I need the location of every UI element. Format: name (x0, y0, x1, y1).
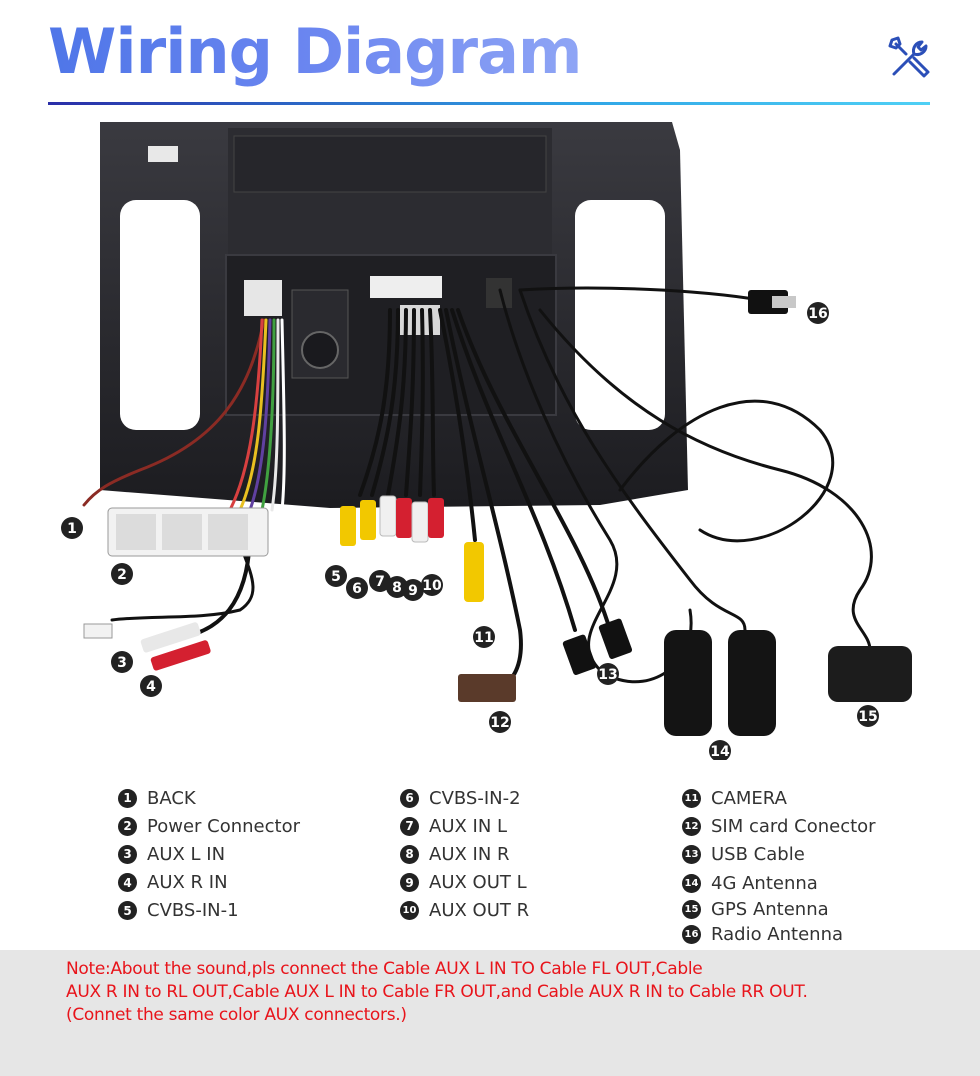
wire-harness (82, 286, 873, 697)
legend-label: CVBS-IN-2 (429, 787, 521, 809)
legend-item: 2 Power Connector (118, 812, 300, 840)
legend-number: 5 (118, 901, 137, 921)
svg-text:9: 9 (408, 583, 418, 599)
legend-item: 15 GPS Antenna (682, 898, 876, 922)
note-line-1: Note:About the sound,pls connect the Cab… (66, 959, 703, 979)
legend-number: 14 (682, 873, 701, 893)
svg-text:11: 11 (474, 630, 493, 646)
legend-number: 8 (400, 844, 419, 864)
legend-item: 10 AUX OUT R (400, 897, 529, 925)
legend-item: 14 4G Antenna (682, 869, 876, 897)
legend-item: 13 USB Cable (682, 841, 876, 869)
legend-number: 7 (400, 816, 419, 836)
legend-label: BACK (147, 787, 196, 809)
legend-number: 12 (682, 817, 701, 837)
legend-label: AUX IN R (429, 843, 510, 865)
legend-number: 11 (682, 788, 701, 808)
title-divider (48, 102, 930, 105)
legend-label: AUX OUT R (429, 900, 530, 922)
legend-item: 3 AUX L IN (118, 840, 300, 868)
svg-text:16: 16 (808, 306, 827, 322)
legend-label: Radio Antenna (711, 923, 844, 945)
legend-item: 7 AUX IN L (400, 812, 529, 840)
svg-text:10: 10 (422, 578, 442, 594)
legend-item: 16 Radio Antenna (682, 922, 876, 946)
page-title: Wiring Diagram (48, 12, 583, 92)
legend-item: 9 AUX OUT L (400, 869, 529, 897)
aux-in-plugs (140, 622, 211, 671)
svg-text:8: 8 (392, 580, 402, 596)
tools-icon (888, 36, 930, 78)
legend-label: AUX OUT L (429, 872, 527, 894)
svg-text:2: 2 (117, 567, 127, 583)
svg-text:13: 13 (598, 667, 617, 683)
wiring-diagram: 1 2 3 4 5 6 7 8 9 10 11 12 13 14 15 16 (61, 122, 912, 760)
legend-item: 5 CVBS-IN-1 (118, 897, 300, 925)
accessories (458, 290, 912, 736)
note-line-2: AUX R IN to RL OUT,Cable AUX L IN to Cab… (66, 982, 808, 1002)
legend-item: 11 CAMERA (682, 784, 876, 812)
legend-number: 4 (118, 873, 137, 893)
legend-label: 4G Antenna (711, 872, 818, 894)
legend-item: 4 AUX R IN (118, 869, 300, 897)
legend-item: 6 CVBS-IN-2 (400, 784, 529, 812)
power-connector (83, 507, 269, 639)
note-text: Note:About the sound,pls connect the Cab… (66, 958, 966, 1027)
note-background (0, 950, 980, 1076)
legend-label: CAMERA (711, 787, 787, 809)
svg-text:14: 14 (710, 744, 730, 760)
legend-item: 8 AUX IN R (400, 840, 529, 868)
legend-number: 6 (400, 788, 419, 808)
svg-text:4: 4 (146, 679, 156, 695)
legend-number: 15 (682, 900, 701, 920)
svg-text:12: 12 (490, 715, 509, 731)
callout-badges: 1 2 3 4 5 6 7 8 9 10 11 12 13 14 15 16 (61, 302, 879, 760)
legend-number: 2 (118, 816, 137, 836)
legend-label: GPS Antenna (711, 899, 829, 921)
legend-number: 1 (118, 788, 137, 808)
legend-label: CVBS-IN-1 (147, 900, 239, 922)
rca-plugs (340, 495, 484, 602)
svg-text:5: 5 (331, 569, 341, 585)
legend-label: Power Connector (147, 815, 300, 837)
legend-label: AUX IN L (429, 815, 508, 837)
legend-label: SIM card Conector (711, 816, 876, 838)
legend-col-3: 11 CAMERA 12 SIM card Conector 13 USB Cable… (682, 784, 876, 946)
legend-number: 16 (682, 924, 701, 944)
legend-number: 13 (682, 845, 701, 865)
svg-text:3: 3 (117, 655, 127, 671)
legend-item: 1 BACK (118, 784, 300, 812)
legend-number: 9 (400, 873, 419, 893)
legend-item: 12 SIM card Conector (682, 812, 876, 840)
legend-number: 10 (400, 901, 419, 921)
note-line-3: (Connet the same color AUX connectors.) (66, 1005, 407, 1025)
legend-label: AUX R IN (147, 872, 228, 894)
legend-label: USB Cable (711, 844, 805, 866)
legend-number: 3 (118, 844, 137, 864)
svg-text:15: 15 (858, 709, 877, 725)
legend-col-1: 1 BACK 2 Power Connector 3 AUX L IN 4 AUX R … (118, 784, 300, 925)
svg-text:1: 1 (67, 521, 77, 537)
legend-label: AUX L IN (147, 843, 226, 865)
svg-text:6: 6 (352, 581, 362, 597)
head-unit (100, 122, 688, 508)
svg-text:7: 7 (375, 574, 385, 590)
